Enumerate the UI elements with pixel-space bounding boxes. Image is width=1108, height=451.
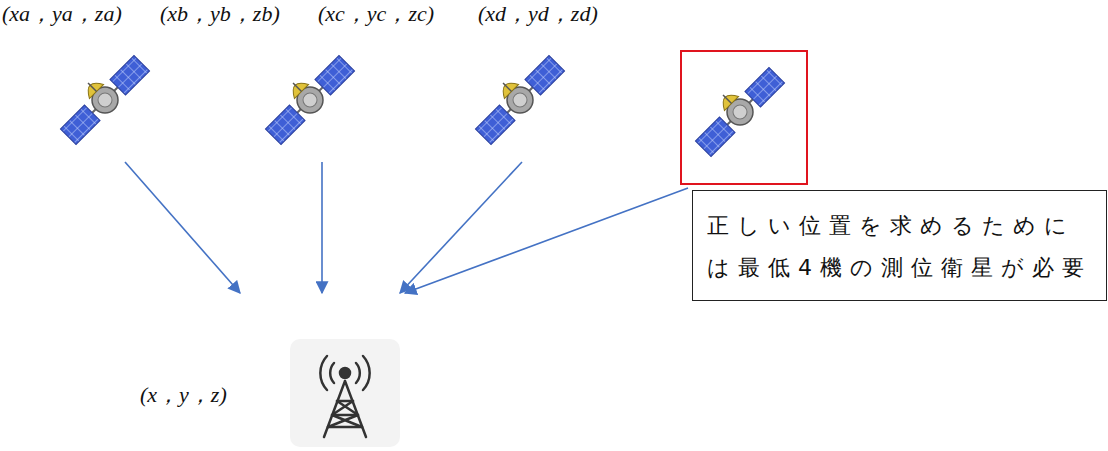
coordinate-label: (x，y，z): [140, 381, 227, 409]
antenna-dish: [718, 90, 739, 111]
satellite-icon: [460, 40, 580, 160]
satellite-core: [87, 82, 124, 119]
signal-arrow: [405, 188, 688, 293]
satellite-node: (xd，yd，zd): [478, 0, 810, 186]
antenna-dish: [498, 78, 519, 99]
solar-panel: [315, 55, 355, 95]
satellite-icon: [250, 40, 370, 160]
note-box: 正しい位置を求めるためには最低4機の測位衛星が必要: [692, 190, 1107, 301]
signal-arrow: [321, 162, 323, 293]
signal-arrow: [125, 162, 240, 293]
satellite-body: [466, 46, 566, 146]
receiver-antenna-icon: [290, 339, 400, 447]
signal-arrow: [400, 162, 522, 293]
solar-panel: [695, 117, 735, 157]
coordinate-label: (xa，ya，za): [2, 0, 122, 28]
satellite-body: [686, 58, 786, 158]
antenna-dish: [83, 78, 104, 99]
coordinate-label: (xc，yc，zc): [318, 0, 434, 28]
coordinate-label: (xd，yd，zd): [478, 0, 598, 28]
solar-panel: [60, 105, 100, 145]
highlight-frame: [680, 50, 808, 185]
coordinate-label: (xb，yb，zb): [160, 0, 280, 28]
solar-panel: [745, 67, 785, 107]
satellite-node: (xa，ya，za): [2, 0, 162, 160]
satellite-icon: [680, 52, 800, 172]
solar-panel: [475, 105, 515, 145]
satellite-core: [502, 82, 539, 119]
satellite-core: [292, 82, 329, 119]
solar-panel: [110, 55, 150, 95]
receiver-node: (x，y，z): [140, 293, 405, 449]
antenna-dish: [288, 78, 309, 99]
satellite-body: [51, 46, 151, 146]
satellite-core: [722, 94, 759, 131]
satellite-icon: [45, 40, 165, 160]
note-text: 正しい位置を求めるためには最低4機の測位衛星が必要: [707, 205, 1096, 289]
solar-panel: [265, 105, 305, 145]
solar-panel: [525, 55, 565, 95]
satellite-body: [256, 46, 356, 146]
